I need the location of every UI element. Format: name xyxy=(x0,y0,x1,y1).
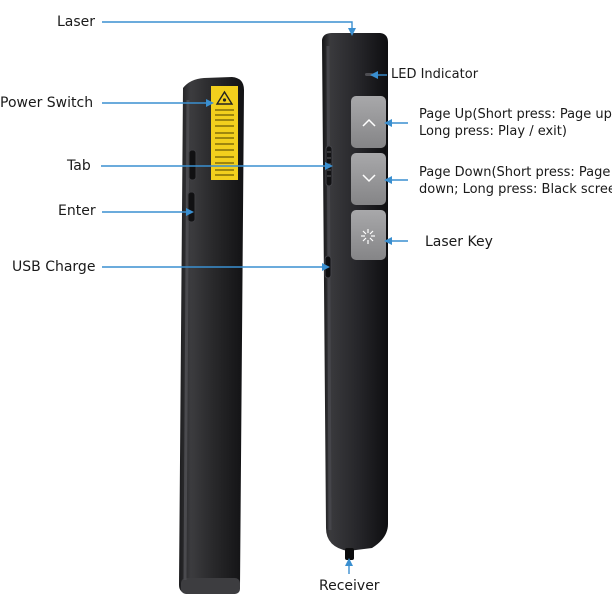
chevron-down-icon xyxy=(362,174,376,183)
right-pen xyxy=(322,33,388,560)
label-led-indicator: LED Indicator xyxy=(391,67,479,82)
label-tab: Tab xyxy=(67,158,91,174)
chevron-up-icon xyxy=(362,118,376,127)
label-receiver: Receiver xyxy=(319,578,380,594)
tab-side-button[interactable] xyxy=(188,149,197,181)
laser-key-button[interactable] xyxy=(351,210,386,260)
receiver-slot xyxy=(345,548,354,560)
callout-arrowheads xyxy=(186,28,392,566)
laser-warning-icon xyxy=(215,90,234,105)
label-laser-key: Laser Key xyxy=(425,234,493,250)
label-page-down-line1: Page Down(Short press: Page xyxy=(419,165,611,180)
label-page-up-line2: Long press: Play / exit) xyxy=(419,124,567,139)
right-pen-edge-highlight xyxy=(326,45,332,531)
laser-star-icon xyxy=(361,229,375,244)
enter-side-button[interactable] xyxy=(187,191,196,223)
label-page-down-line2: down; Long press: Black screen) xyxy=(419,182,612,197)
page-down-button[interactable] xyxy=(351,153,386,205)
label-laser: Laser xyxy=(57,14,96,30)
page-up-button[interactable] xyxy=(351,96,386,148)
left-pen xyxy=(179,77,244,594)
label-enter: Enter xyxy=(58,203,96,219)
callout-line-laser xyxy=(102,21,353,34)
label-power-switch: Power Switch xyxy=(0,95,94,111)
label-page-up-line1: Page Up(Short press: Page up; xyxy=(419,107,612,122)
left-pen-end-cap xyxy=(181,578,240,594)
label-usb-charge: USB Charge xyxy=(12,259,96,275)
laser-warning-sticker xyxy=(211,86,238,180)
left-pen-highlight xyxy=(183,99,190,581)
